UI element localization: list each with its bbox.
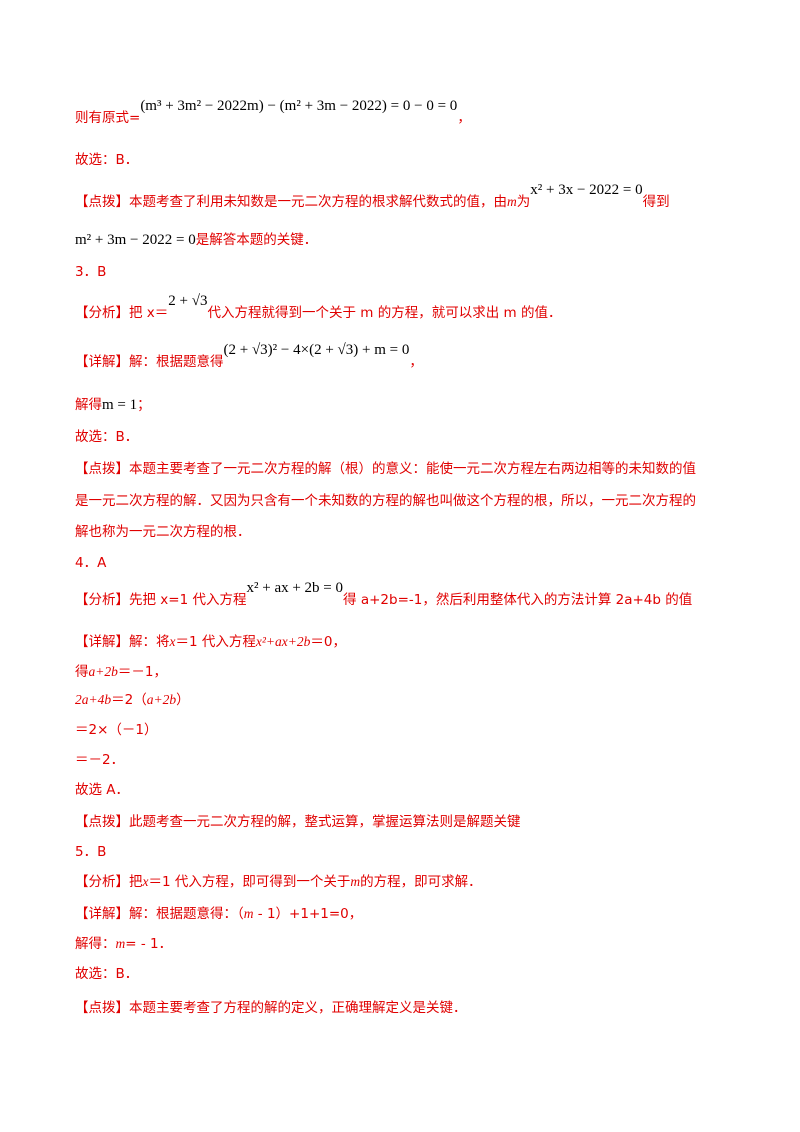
hint-line-cont: m² + 3m − 2022 = 0是解答本题的关键． (75, 232, 318, 248)
hint-line: 【点拨】此题考查一元二次方程的解，整式运算，掌握运算法则是解题关键 (75, 814, 521, 830)
math-expression: x² + 3x − 2022 = 0 (530, 182, 643, 198)
hint-line-cont: 是一元二次方程的解．又因为只含有一个未知数的方程的解也叫做这个方程的根，所以，一… (75, 493, 696, 509)
step-line: ＝2×（－1） (75, 722, 158, 738)
step-line: 得a+2b＝－1， (75, 664, 167, 680)
question-number: 3．B (75, 264, 107, 280)
line-original-expression: 则有原式=(m³ + 3m² − 2022m) − (m² + 3m − 202… (75, 98, 471, 126)
math-expression: m = 1 (102, 397, 138, 413)
analysis-line: 【分析】把x＝1 代入方程，即可得到一个关于m的方程，即可求解． (75, 874, 482, 890)
detail-line: 【详解】解：根据题意得(2 + √3)² − 4×(2 + √3) + m = … (75, 342, 423, 370)
analysis-line: 【分析】把 x＝2 + √3代入方程就得到一个关于 m 的方程，就可以求出 m … (75, 293, 562, 321)
hint-line: 【点拨】本题主要考查了方程的解的定义，正确理解定义是关键． (75, 1000, 467, 1016)
step-line: ＝－2． (75, 752, 125, 768)
math-expression: x²+ax+2b (255, 634, 311, 649)
step-line: 2a+4b＝2（a+2b） (75, 692, 190, 708)
analysis-line: 【分析】先把 x=1 代入方程x² + ax + 2b = 0得 a+2b=-1… (75, 580, 693, 608)
answer-line: 故选：B． (75, 152, 139, 168)
detail-line: 【详解】解：根据题意得：（m - 1）+1+1=0， (75, 906, 363, 922)
hint-line: 【点拨】本题考查了利用未知数是一元二次方程的根求解代数式的值，由m为x² + 3… (75, 182, 670, 210)
math-expression: (2 + √3)² − 4×(2 + √3) + m = 0 (223, 342, 410, 358)
hint-line-cont: 解也称为一元二次方程的根． (75, 524, 251, 540)
solve-line: 解得：m= - 1． (75, 936, 173, 952)
math-expression: 2 + √3 (168, 293, 208, 309)
detail-line: 【详解】解：将x＝1 代入方程x²+ax+2b＝0， (75, 634, 346, 650)
math-expression: m² + 3m − 2022 = 0 (75, 232, 196, 248)
math-expression: (m³ + 3m² − 2022m) − (m² + 3m − 2022) = … (140, 98, 458, 114)
answer-line: 故选：B． (75, 429, 139, 445)
math-expression: x² + ax + 2b = 0 (246, 580, 344, 596)
answer-line: 故选：B． (75, 966, 139, 982)
question-number: 4．A (75, 555, 107, 571)
hint-line: 【点拨】本题主要考查了一元二次方程的解（根）的意义：能使一元二次方程左右两边相等… (75, 461, 696, 477)
solve-line: 解得m = 1； (75, 397, 151, 413)
question-number: 5．B (75, 844, 107, 860)
answer-line: 故选 A． (75, 782, 130, 798)
